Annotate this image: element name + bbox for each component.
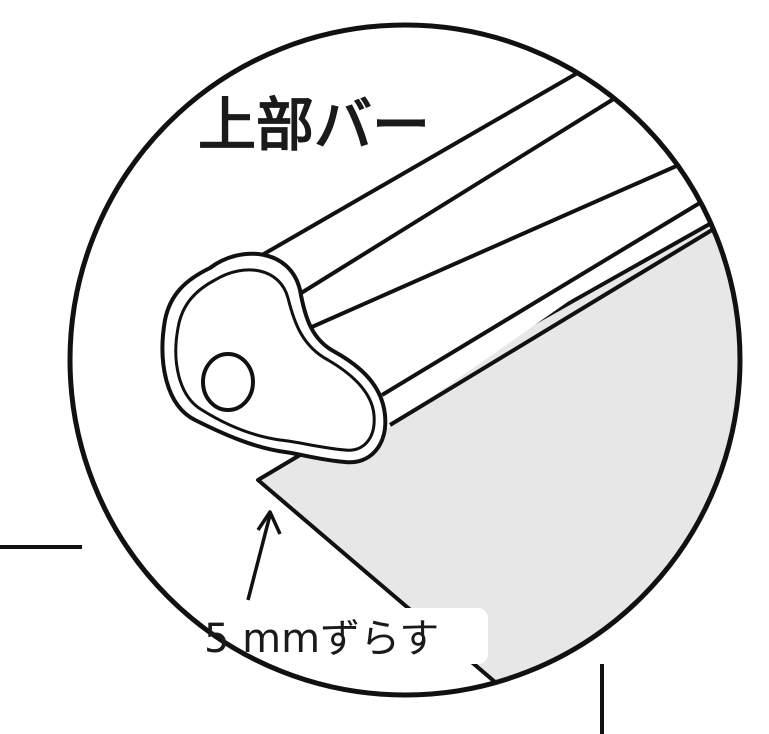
top-bar-edge-1: [249, 58, 601, 264]
offset-arrow-head: [256, 510, 282, 535]
offset-note: 5 mmずらす: [204, 616, 439, 662]
top-bar-edge-5: [388, 228, 714, 427]
top-bar-edge-4: [380, 196, 710, 397]
offset-arrow-shaft: [246, 514, 272, 601]
magnifier-outline: [67, 22, 743, 698]
note-backing: [196, 608, 488, 664]
bar-end-cap-inner: [174, 268, 376, 452]
top-bar-label: 上部バー: [198, 91, 430, 159]
top-bar-edge-3: [304, 158, 691, 332]
top-bar-edge-2: [296, 93, 622, 297]
screw-hole: [201, 352, 255, 412]
bar-end-cap: [160, 251, 388, 465]
